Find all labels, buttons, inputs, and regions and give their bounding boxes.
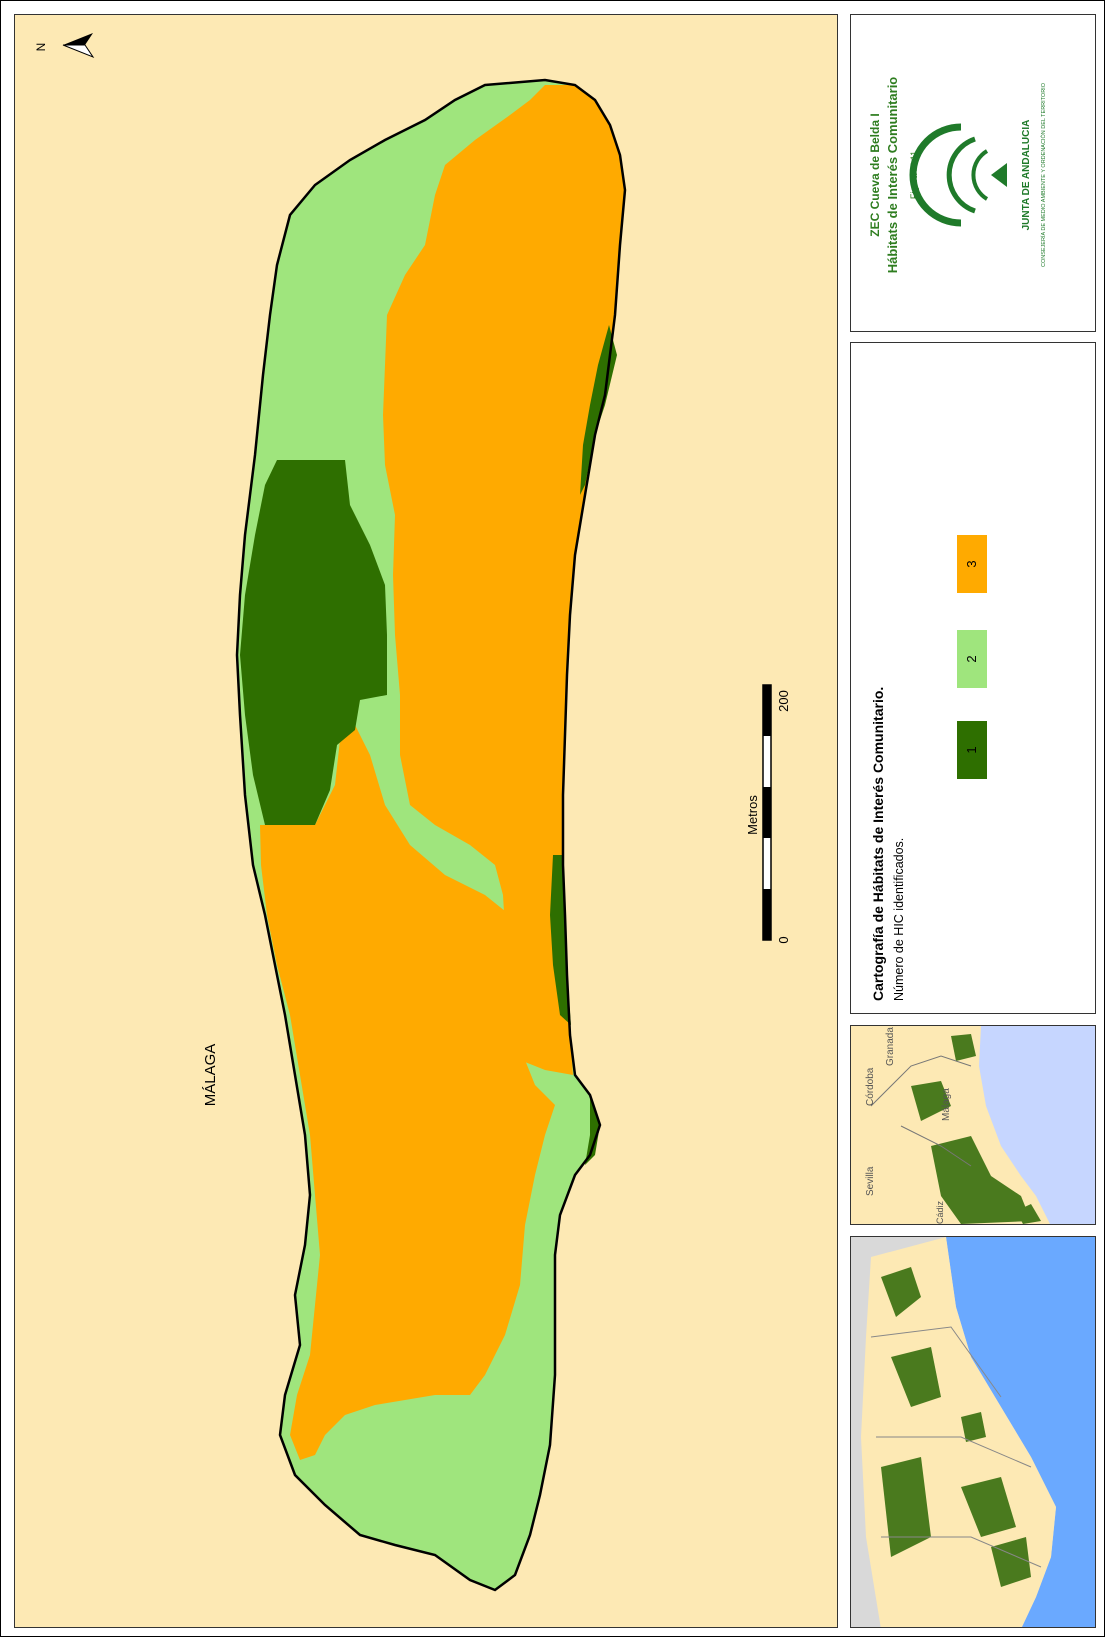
locator-label-cordoba: Córdoba [865, 1067, 876, 1106]
title-line2: Hábitats de Interés Comunitario [885, 77, 900, 274]
north-arrow-icon [62, 33, 95, 59]
locator-label-cadiz: Cádiz [935, 1200, 945, 1224]
inset-locator-map[interactable]: Sevilla Córdoba Granada Málaga Cádiz [850, 1025, 1096, 1225]
sea-area [979, 1026, 1095, 1224]
habitat-map-svg: N MÁLAGA 200 Metros 0 [34, 33, 791, 1592]
province-border [870, 1055, 972, 1167]
title-line1: ZEC Cueva de Belda I [868, 113, 882, 236]
legend-subtitle: Número de HIC identificados. [892, 838, 906, 1001]
scale-bar [762, 684, 772, 941]
overview-protected-3 [881, 1457, 931, 1557]
legend-swatch-1 [957, 721, 987, 779]
legend-title: Cartografía de Hábitats de Interés Comun… [870, 687, 886, 1001]
scale-end: 200 [776, 690, 791, 712]
protected-area-2 [911, 1081, 951, 1121]
protected-area-3 [951, 1034, 976, 1061]
legend: Cartografía de Hábitats de Interés Comun… [850, 342, 1096, 1014]
overview-sea [946, 1237, 1095, 1627]
legend-item-3: 3 [957, 535, 987, 593]
overview-protected-4 [961, 1477, 1016, 1537]
north-label: N [34, 43, 48, 52]
org-name: JUNTA DE ANDALUCIA [1021, 120, 1032, 231]
hic-zone-3-north [383, 85, 625, 1075]
site-outline [235, 78, 627, 1592]
hic-zone-3-south [260, 725, 555, 1460]
hic-zone-1-south [585, 1095, 600, 1165]
hic-zone-1-main [240, 460, 387, 825]
legend-swatch-2 [957, 630, 987, 688]
overview-protected-6 [961, 1412, 986, 1442]
title-block: ZEC Cueva de Belda I Hábitats de Interés… [850, 14, 1096, 332]
junta-logo-icon [909, 123, 1007, 227]
protected-area-4 [1016, 1204, 1041, 1224]
legend-swatch-3 [957, 535, 987, 593]
dept-name: CONSEJERÍA DE MEDIO AMBIENTE Y ORDENACIÓ… [1040, 82, 1047, 267]
legend-item-2: 2 [957, 630, 987, 688]
protected-area-1 [931, 1136, 1031, 1224]
hic-zone-1-strip [550, 855, 571, 1025]
legend-label-3: 3 [964, 560, 979, 567]
main-map[interactable]: N MÁLAGA 200 Metros 0 [14, 14, 838, 1628]
overview-protected-1 [881, 1267, 921, 1317]
scale-start: 0 [776, 936, 791, 943]
locator-label-granada: Granada [885, 1027, 896, 1066]
legend-label-1: 1 [964, 746, 979, 753]
overview-protected-2 [891, 1347, 941, 1407]
legend-item-1: 1 [957, 721, 987, 779]
locator-label-malaga: Málaga [941, 1088, 952, 1121]
inset-overview-map[interactable] [850, 1236, 1096, 1628]
locator-label-sevilla: Sevilla [865, 1166, 876, 1196]
legend-label-2: 2 [964, 655, 979, 662]
scale-unit: Metros [745, 795, 760, 835]
city-label: MÁLAGA [202, 1044, 219, 1107]
overview-borders [870, 1326, 1042, 1568]
